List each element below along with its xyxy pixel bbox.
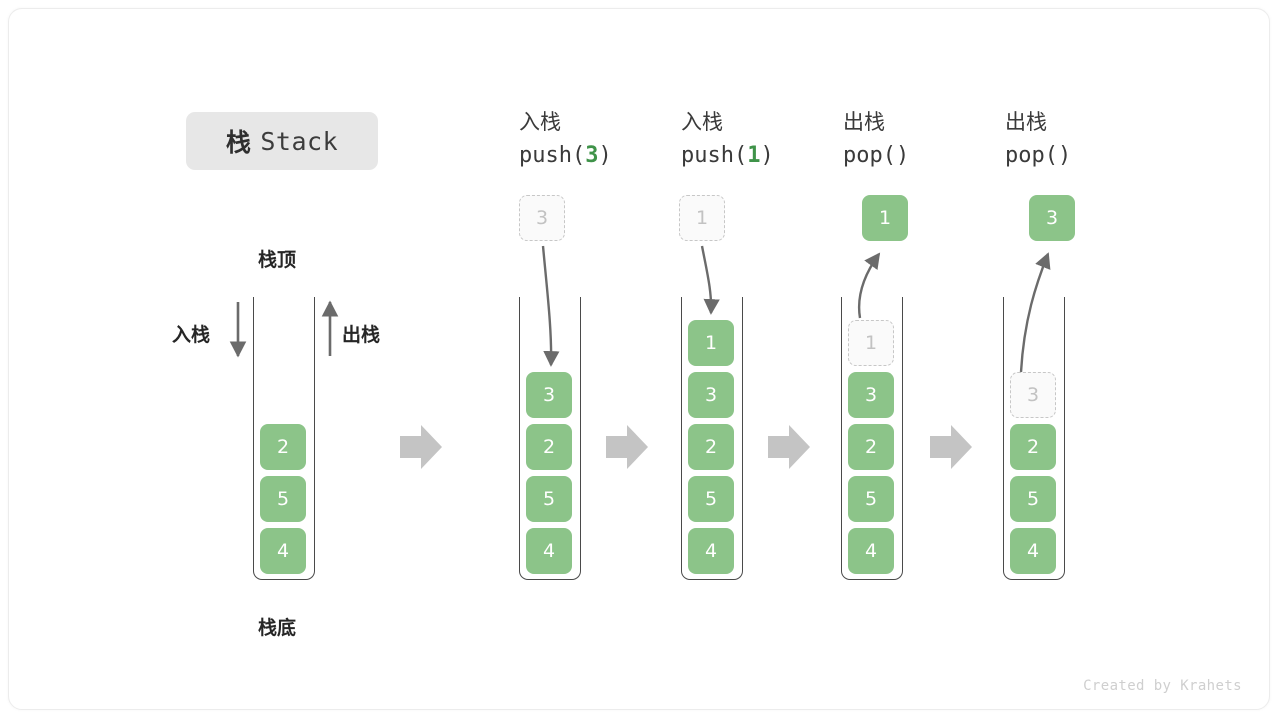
stack-walls [681, 297, 743, 580]
stack-container-push-1: 1 3 2 5 4 [681, 297, 743, 580]
stack-cell-removed: 1 [848, 320, 894, 366]
stack-walls [841, 297, 903, 580]
push-argument: 1 [747, 143, 761, 168]
popped-element: 3 [1029, 195, 1075, 241]
stack-cell: 1 [688, 320, 734, 366]
stack-top-label: 栈顶 [258, 249, 297, 271]
push-direction-label: 入栈 [172, 324, 211, 346]
stage-header-cn: 入栈 [519, 110, 561, 134]
stack-bottom-label: 栈底 [258, 617, 297, 639]
popped-element: 1 [862, 195, 908, 241]
stack-cell-removed: 3 [1010, 372, 1056, 418]
stage-header-code: pop() [1005, 143, 1072, 168]
stage-header-code: push(1) [681, 143, 774, 168]
stack-container-push-3: 3 2 5 4 [519, 297, 581, 580]
stack-walls [253, 297, 315, 580]
stack-cell: 4 [848, 528, 894, 574]
stage-header-push-1: 入栈 push(1) [681, 105, 774, 173]
stack-cell: 4 [260, 528, 306, 574]
stack-cell: 5 [848, 476, 894, 522]
stack-cell: 5 [688, 476, 734, 522]
stage-header-cn: 入栈 [681, 110, 723, 134]
stage-header-cn: 出栈 [843, 110, 885, 134]
push-argument: 3 [585, 143, 599, 168]
stack-cell: 5 [526, 476, 572, 522]
stack-walls [1003, 297, 1065, 580]
stage-header-push-3: 入栈 push(3) [519, 105, 612, 173]
stack-cell: 2 [688, 424, 734, 470]
stage-header-pop-3: 出栈 pop() [1005, 105, 1071, 173]
credit-text: Created by Krahets [1083, 678, 1242, 694]
diagram-title: 栈 Stack [186, 112, 378, 170]
pop-direction-label: 出栈 [342, 324, 381, 346]
stack-container-initial: 2 5 4 [253, 297, 315, 580]
stack-cell: 3 [848, 372, 894, 418]
stage-header-cn: 出栈 [1005, 110, 1047, 134]
stack-cell: 3 [688, 372, 734, 418]
stack-container-pop-1: 1 3 2 5 4 [841, 297, 903, 580]
pending-push-element: 1 [679, 195, 725, 241]
stack-container-pop-3: 3 2 5 4 [1003, 297, 1065, 580]
stage-header-code: push(3) [519, 143, 612, 168]
stack-walls [519, 297, 581, 580]
stack-cell: 4 [526, 528, 572, 574]
stack-cell: 2 [848, 424, 894, 470]
stack-cell: 4 [688, 528, 734, 574]
stage-header-pop-1: 出栈 pop() [843, 105, 909, 173]
diagram-title-en: Stack [260, 126, 339, 156]
stage-header-code: pop() [843, 143, 910, 168]
stack-cell: 2 [260, 424, 306, 470]
stack-cell: 3 [526, 372, 572, 418]
stack-cell: 5 [1010, 476, 1056, 522]
diagram-title-cn: 栈 [225, 128, 252, 157]
stack-cell: 4 [1010, 528, 1056, 574]
stack-cell: 5 [260, 476, 306, 522]
stack-cell: 2 [526, 424, 572, 470]
stack-cell: 2 [1010, 424, 1056, 470]
pending-push-element: 3 [519, 195, 565, 241]
